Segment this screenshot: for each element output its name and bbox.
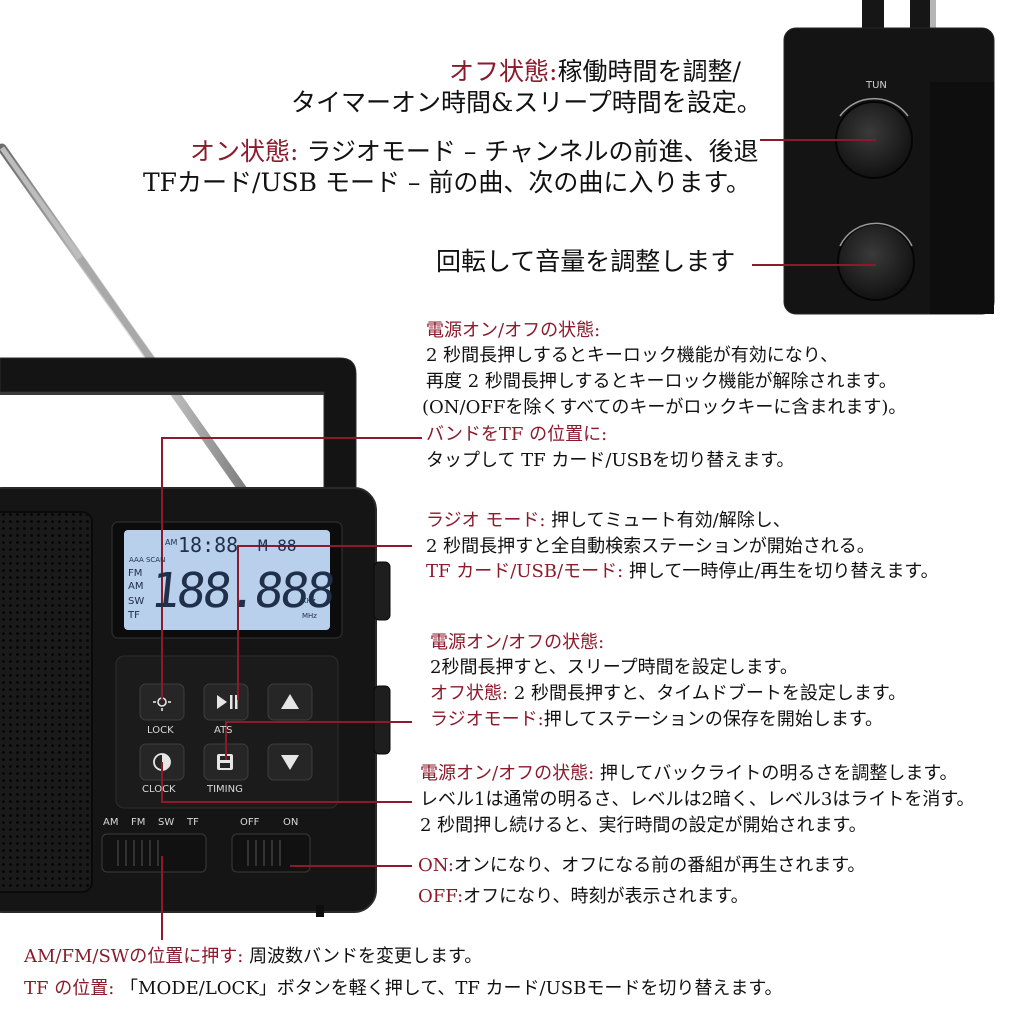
speaker-grill bbox=[0, 511, 93, 893]
play-title-3: TF カード/USB/モード: bbox=[426, 561, 624, 582]
triangle-up-icon bbox=[281, 694, 299, 709]
play-text-1: 押してミュート有効/解除し、 bbox=[551, 510, 791, 531]
carry-handle[interactable] bbox=[0, 357, 357, 501]
lcd-band-fm: FM bbox=[128, 568, 143, 579]
timing-title: 電源オン/オフの状態: bbox=[430, 632, 605, 653]
timing-line-1: 2秒間長押すと、スリープ時間を設定します。 bbox=[430, 657, 798, 678]
lcd-time: 18:88 bbox=[178, 533, 239, 557]
lcd-band-tf: TF bbox=[128, 610, 140, 621]
off-state-text: 稼働時間を調整/ bbox=[557, 57, 741, 86]
tf-line: TF の位置: 「MODE/LOCK」ボタンを軽く押して、TF カード/USBモ… bbox=[24, 978, 783, 1000]
lcd-unit-mhz: MHz bbox=[302, 612, 317, 620]
callout-lines bbox=[161, 139, 876, 940]
play-text-3: 押して一時停止/再生を切り替えます。 bbox=[628, 561, 939, 582]
timing-off-text: 2 秒間長押すと、タイムドブートを設定します。 bbox=[513, 683, 907, 704]
timing-radio-text: 押してステーションの保存を開始します。 bbox=[543, 709, 884, 730]
volume-knob[interactable] bbox=[837, 223, 915, 301]
play-line-2: 2 秒間長押すと全自動検索ステーションが開始される。 bbox=[426, 536, 875, 557]
volume-text: 回転して音量を調整します bbox=[436, 247, 736, 276]
band-label-tf: TF bbox=[187, 817, 199, 828]
power-label-on: ON bbox=[283, 817, 299, 828]
off-text: オフになり、時刻が表示されます。 bbox=[463, 886, 749, 907]
lcd-band-am: AM bbox=[128, 581, 144, 592]
band-switch[interactable] bbox=[101, 833, 207, 873]
lock-tf-text: タップして TF カード/USBを切り替えます。 bbox=[426, 450, 795, 471]
off-state-label: オフ状態: bbox=[449, 57, 558, 86]
lcd-am-small: AM bbox=[165, 538, 178, 547]
lock-title: 電源オン/オフの状態: bbox=[426, 320, 601, 341]
lcd-memory: M 88 bbox=[258, 536, 297, 555]
antenna[interactable] bbox=[0, 143, 255, 505]
clock-line-2: レベル1は通常の明るさ、レベルは2暗く、レベル3はライトを消す。 bbox=[420, 789, 975, 810]
play-pause-icon bbox=[217, 695, 238, 709]
lock-tf-title: バンドをTF の位置に: bbox=[426, 424, 608, 445]
timing-radio-label: ラジオモード: bbox=[430, 709, 544, 730]
tf-label: TF の位置: bbox=[24, 978, 115, 999]
clock-line-3: 2 秒間押し続けると、実行時間の設定が開始されます。 bbox=[420, 815, 867, 836]
clock-title: 電源オン/オフの状態: bbox=[420, 763, 595, 784]
lcd-aaa-label: AAA SCAN bbox=[129, 556, 166, 564]
clock-line-1: 電源オン/オフの状態: 押してバックライトの明るさを調整します。 bbox=[420, 763, 958, 785]
off-state-text-2: タイマーオン時間&スリープ時間を設定。 bbox=[291, 88, 762, 117]
ats-label: ATS bbox=[214, 725, 233, 736]
band-line: AM/FM/SWの位置に押す: 周波数バンドを変更します。 bbox=[24, 946, 482, 968]
off-line: OFF:オフになり、時刻が表示されます。 bbox=[418, 886, 749, 908]
band-label-fm: FM bbox=[131, 817, 146, 828]
off-label: OFF: bbox=[418, 886, 464, 907]
side-volume-knob[interactable] bbox=[373, 685, 391, 755]
side-tuning-knob[interactable] bbox=[373, 561, 391, 621]
lock-label: LOCK bbox=[147, 725, 174, 736]
on-state-text: ラジオモード – チャンネルの前進、後退 bbox=[306, 137, 759, 166]
band-label: AM/FM/SWの位置に押す: bbox=[24, 946, 244, 967]
timing-line-2: オフ状態: 2 秒間長押すと、タイムドブートを設定します。 bbox=[430, 683, 906, 705]
lcd-unit-khz: KHz bbox=[302, 597, 316, 605]
clock-label: CLOCK bbox=[142, 784, 176, 795]
lock-line-3: (ON/OFFを除くすべてのキーがロックキーに含まれます)。 bbox=[422, 397, 907, 418]
on-label: ON: bbox=[418, 855, 454, 876]
off-state-line: オフ状態:稼働時間を調整/ bbox=[449, 57, 741, 87]
power-label-off: OFF bbox=[240, 817, 260, 828]
tf-text: 「MODE/LOCK」ボタンを軽く押して、TF カード/USBモードを切り替えま… bbox=[120, 978, 783, 999]
timing-off-label: オフ状態: bbox=[430, 683, 509, 704]
play-line-1: ラジオ モード: 押してミュート有効/解除し、 bbox=[426, 510, 791, 532]
clock-title-text: 押してバックライトの明るさを調整します。 bbox=[599, 763, 958, 784]
on-text: オンになり、オフになる前の番組が再生されます。 bbox=[453, 855, 866, 876]
on-state-text-2: TFカード/USB モード – 前の曲、次の曲に入ります。 bbox=[143, 168, 751, 197]
triangle-down-icon bbox=[281, 755, 299, 770]
on-line: ON:オンになり、オフになる前の番組が再生されます。 bbox=[418, 855, 865, 877]
on-state-line: オン状態: ラジオモード – チャンネルの前進、後退 bbox=[190, 137, 759, 167]
lcd-screen bbox=[124, 530, 330, 630]
play-line-3: TF カード/USB/モード: 押して一時停止/再生を切り替えます。 bbox=[426, 561, 939, 583]
band-label-sw: SW bbox=[158, 817, 175, 828]
on-state-label: オン状態: bbox=[190, 137, 299, 166]
lock-line-1: 2 秒間長押しするとキーロック機能が有効になり、 bbox=[426, 345, 839, 366]
lcd-band-sw: SW bbox=[128, 596, 145, 607]
lock-line-2: 再度 2 秒間長押しするとキーロック機能が解除されます。 bbox=[426, 371, 897, 392]
tun-label: TUN bbox=[866, 80, 887, 91]
timing-line-3: ラジオモード:押してステーションの保存を開始します。 bbox=[430, 709, 883, 731]
band-text: 周波数バンドを変更します。 bbox=[249, 946, 483, 967]
timing-label: TIMING bbox=[207, 784, 243, 795]
band-label-am: AM bbox=[103, 817, 119, 828]
play-title-1: ラジオ モード: bbox=[426, 510, 546, 531]
